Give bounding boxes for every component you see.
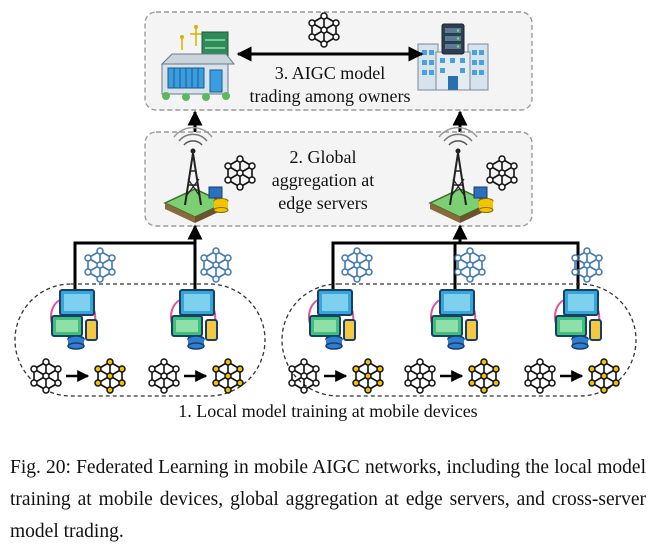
untrained-model-icon — [404, 358, 436, 394]
trained-model-icon — [588, 358, 620, 394]
aggregation-label-line-2: aggregation at — [272, 170, 374, 190]
local-training-right-1 — [288, 358, 384, 394]
mobile-device-icon — [430, 289, 478, 350]
trained-model-icon — [94, 358, 126, 394]
mobile-device-icon — [170, 289, 218, 350]
upload-connectors-right — [331, 241, 580, 290]
local-label-backdrop — [160, 398, 496, 422]
local-training-label: 1. Local model training at mobile device… — [178, 401, 477, 421]
upload-connectors-left — [73, 228, 197, 290]
local-model-upload-icon — [454, 247, 486, 283]
trained-model-icon — [352, 358, 384, 394]
local-training-right-2 — [404, 358, 500, 394]
aggregation-label-line-1: 2. Global — [290, 147, 357, 167]
trained-model-icon — [468, 358, 500, 394]
local-training-left-2 — [148, 358, 244, 394]
cloud-datacenter-icon — [160, 25, 236, 101]
trading-label-line-2: trading among owners — [250, 86, 411, 106]
local-training-right-3 — [524, 358, 620, 394]
untrained-model-icon — [524, 358, 556, 394]
device-group-left — [14, 283, 266, 397]
trading-label-line-1: 3. AIGC model — [275, 63, 386, 83]
mobile-device-icon — [50, 289, 98, 350]
local-model-upload-icon — [84, 247, 116, 283]
mobile-device-icon — [554, 289, 602, 350]
device-group-right — [281, 283, 637, 397]
untrained-model-icon — [148, 358, 180, 394]
local-training-left-1 — [30, 358, 126, 394]
untrained-model-icon — [30, 358, 62, 394]
figure-caption: Fig. 20: Federated Learning in mobile AI… — [10, 457, 646, 542]
local-model-upload-icon — [200, 247, 232, 283]
untrained-model-icon — [288, 358, 320, 394]
mobile-device-icon — [308, 289, 356, 350]
aggregation-label-line-3: edge servers — [278, 193, 367, 213]
local-model-upload-icon — [341, 247, 373, 283]
